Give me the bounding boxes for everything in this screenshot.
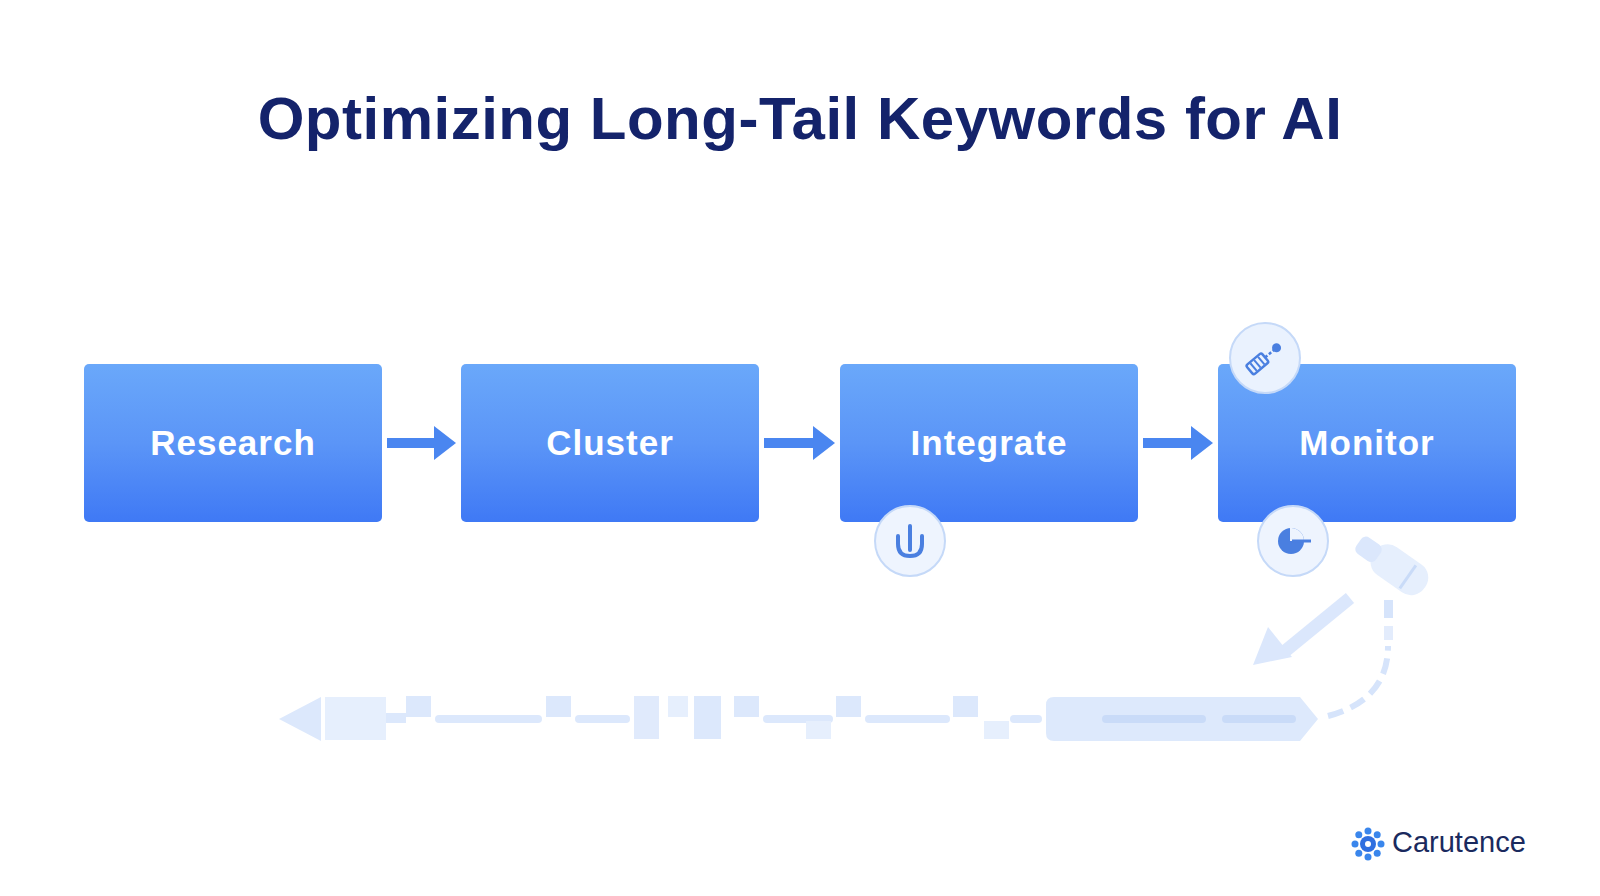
loop-line xyxy=(865,715,950,723)
loop-block xyxy=(546,696,571,717)
loop-return-arrow xyxy=(1284,598,1350,652)
loop-block xyxy=(836,696,861,717)
loop-block xyxy=(668,696,688,717)
brand-name: Carutence xyxy=(1392,826,1526,859)
box-text-group: Monitor xyxy=(1299,423,1434,463)
loop-block xyxy=(325,697,386,740)
loop-line xyxy=(1222,715,1296,723)
loop-curve xyxy=(1328,646,1388,716)
box-text-group: Integrate xyxy=(911,423,1068,463)
flow-arrow xyxy=(387,426,456,460)
arrow-head xyxy=(813,426,835,460)
loop-line xyxy=(575,715,630,723)
box-text-group: Cluster xyxy=(546,423,674,463)
loop-block xyxy=(634,696,659,739)
flow-arrow xyxy=(764,426,835,460)
loop-line xyxy=(435,715,542,723)
process-box: Monitor xyxy=(1218,364,1516,522)
loop-block xyxy=(953,696,978,717)
flow-arrow xyxy=(1143,426,1213,460)
arrow-head xyxy=(1191,426,1213,460)
loop-block xyxy=(806,721,831,739)
process-box: Research xyxy=(84,364,382,522)
loop-block xyxy=(984,721,1009,739)
box-label: Monitor xyxy=(1299,423,1434,463)
loop-handle xyxy=(1350,528,1435,602)
loop-bar xyxy=(1046,697,1318,741)
arrow-shaft xyxy=(764,438,815,448)
box-label: Integrate xyxy=(911,423,1068,463)
feedback-loop xyxy=(279,528,1435,741)
loop-return-head xyxy=(1253,627,1292,665)
loop-line xyxy=(763,715,833,723)
loop-arrowhead xyxy=(279,697,321,741)
loop-dash xyxy=(1384,600,1393,618)
box-label: Cluster xyxy=(546,423,674,463)
loop-block xyxy=(734,696,759,717)
diagram-title: Optimizing Long-Tail Keywords for AI xyxy=(0,84,1600,153)
arrow-head xyxy=(434,426,456,460)
process-box: Integrate xyxy=(840,364,1138,522)
loop-line xyxy=(1102,715,1206,723)
loop-block xyxy=(386,713,406,723)
process-box: Cluster xyxy=(461,364,759,522)
arrow-shaft xyxy=(1143,438,1193,448)
arrow-shaft xyxy=(387,438,436,448)
box-label: Research xyxy=(150,423,316,463)
box-text-group: Research xyxy=(150,423,316,463)
loop-line xyxy=(1010,715,1042,723)
logo-mark xyxy=(1352,828,1385,861)
loop-block xyxy=(406,696,431,717)
loop-block xyxy=(694,696,721,739)
loop-dash xyxy=(1384,626,1393,640)
